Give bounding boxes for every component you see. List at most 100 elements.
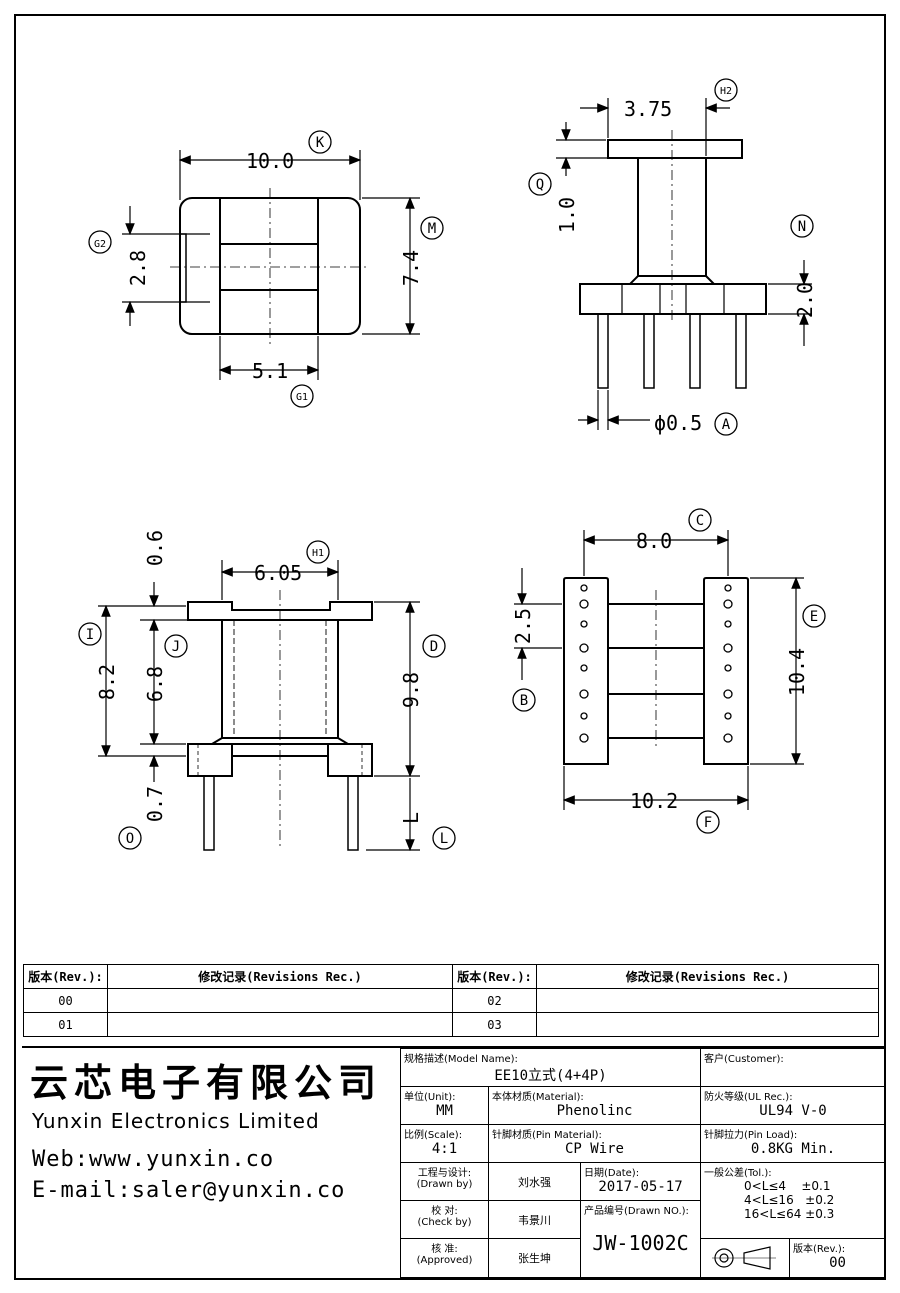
rev-header-left: 版本(Rev.): (23, 964, 108, 989)
label-c: C (696, 513, 704, 529)
label-d: D (430, 639, 438, 655)
unit-value: MM (436, 1103, 453, 1119)
label-circles (78, 78, 826, 850)
pin-material-cell: 针脚材质(Pin Material): CP Wire (488, 1124, 701, 1163)
pin-load-value: 0.8KG Min. (750, 1141, 836, 1157)
rec-right-0 (536, 988, 879, 1013)
dim-h2: 3.75 (624, 97, 672, 121)
rec-right-1 (536, 1012, 879, 1037)
drawn-no-cell: 产品编号(Drawn NO.): JW-1002C (580, 1200, 701, 1278)
dim-n: 2.0 (793, 282, 817, 318)
date-cell: 日期(Date): 2017-05-17 (580, 1162, 701, 1201)
projection-symbol (701, 1239, 790, 1277)
approved-value: 张生坤 (488, 1238, 581, 1278)
check-cell: 校 对: (Check by) (400, 1200, 489, 1239)
label-h1: H1 (312, 548, 324, 559)
approved-cell: 核 准: (Approved) (400, 1238, 489, 1278)
dim-0-6: 0.6 (143, 530, 167, 566)
company-web: Web:www.yunxin.co (32, 1147, 275, 1172)
label-g1: G1 (296, 392, 308, 403)
drawn-no-key: 产品编号(Drawn NO.): (584, 1206, 689, 1217)
rec-header-left: 修改记录(Revisions Rec.) (107, 964, 453, 989)
rev-left-0: 00 (23, 988, 108, 1013)
approved-key: 核 准: (431, 1244, 458, 1255)
dim-e: 10.4 (785, 648, 809, 696)
rec-left-1 (107, 1012, 453, 1037)
label-e: E (810, 609, 818, 625)
dim-g2: 2.8 (126, 250, 150, 286)
company-email: E-mail:saler@yunxin.co (32, 1178, 346, 1203)
dim-b: 2.5 (511, 608, 535, 644)
pin-material-key: 针脚材质(Pin Material): (492, 1130, 602, 1141)
model-cell: 规格描述(Model Name): EE10立式(4+4P) (400, 1048, 701, 1087)
drawn-cell: 工程与设计: (Drawn by) (400, 1162, 489, 1201)
date-key: 日期(Date): (584, 1168, 640, 1179)
title-separator (22, 1046, 886, 1048)
rev-cell: 版本(Rev.): 00 (790, 1239, 885, 1277)
dim-o: 0.7 (143, 786, 167, 822)
ul-value: UL94 V-0 (759, 1103, 827, 1119)
label-g2: G2 (94, 239, 106, 250)
pin-load-key: 针脚拉力(Pin Load): (704, 1130, 798, 1141)
company-block: 云芯电子有限公司 Yunxin Electronics Limited Web:… (20, 1052, 396, 1278)
tolerance-1: 0<L≤4 ±0.1 (744, 1179, 831, 1193)
title-block: 规格描述(Model Name): EE10立式(4+4P) 客户(Custom… (400, 1048, 886, 1278)
projection-icon (712, 1246, 776, 1270)
customer-cell: 客户(Customer): (700, 1048, 886, 1087)
label-i: I (86, 627, 94, 643)
label-h2: H2 (720, 86, 732, 97)
check-value: 韦景川 (488, 1200, 581, 1239)
customer-key: 客户(Customer): (704, 1054, 784, 1065)
technical-drawing: 10.0 2.8 7.4 5.1 3.75 1.0 2.0 ϕ0.5 6.05 … (78, 78, 826, 852)
date-value: 2017-05-17 (598, 1179, 683, 1195)
drawn-no-value: JW-1002C (592, 1231, 689, 1255)
projection-rev-cell: 版本(Rev.): 00 (700, 1238, 886, 1278)
label-l: L (440, 831, 448, 847)
drawing-frame (14, 14, 886, 1280)
ul-cell: 防火等级(UL Rec.): UL94 V-0 (700, 1086, 886, 1125)
pin-material-value: CP Wire (564, 1141, 624, 1157)
company-name-en: Yunxin Electronics Limited (32, 1109, 320, 1133)
rec-header-right: 修改记录(Revisions Rec.) (536, 964, 879, 989)
rev-right-0: 02 (452, 988, 537, 1013)
dim-i: 8.2 (95, 664, 119, 700)
dim-g1: 5.1 (252, 359, 288, 383)
label-k: K (316, 135, 325, 151)
company-name-cn: 云芯电子有限公司 (30, 1061, 383, 1105)
drawn-value: 刘水强 (488, 1162, 581, 1201)
rev-value: 00 (829, 1255, 846, 1271)
drawn-key: 工程与设计: (417, 1168, 472, 1179)
dim-h1: 6.05 (254, 561, 302, 585)
tolerance-3: 16<L≤64 ±0.3 (744, 1207, 835, 1221)
check-sub: (Check by) (417, 1217, 472, 1228)
label-j: J (172, 639, 180, 655)
check-key: 校 对: (431, 1206, 458, 1217)
rec-left-0 (107, 988, 453, 1013)
model-key: 规格描述(Model Name): (404, 1054, 518, 1065)
top-view (122, 150, 420, 380)
dim-j: 6.8 (143, 666, 167, 702)
dim-d: 9.8 (399, 672, 423, 708)
scale-value: 4:1 (431, 1141, 458, 1157)
label-o: O (126, 831, 134, 847)
material-key: 本体材质(Material): (492, 1092, 584, 1103)
dim-l: L (399, 812, 423, 824)
label-n: N (798, 219, 806, 235)
rev-key: 版本(Rev.): (793, 1244, 846, 1255)
material-value: Phenolinc (556, 1103, 633, 1119)
tolerance-key: 一般公差(Tol.): (704, 1168, 772, 1179)
drawn-sub: (Drawn by) (416, 1179, 473, 1190)
side-view-pins (556, 98, 812, 430)
dim-m: 7.4 (399, 250, 423, 286)
ul-key: 防火等级(UL Rec.): (704, 1092, 793, 1103)
revision-table: 版本(Rev.): 修改记录(Revisions Rec.) 版本(Rev.):… (23, 964, 879, 1037)
pin-load-cell: 针脚拉力(Pin Load): 0.8KG Min. (700, 1124, 886, 1163)
dim-q: 1.0 (555, 197, 579, 233)
dim-c: 8.0 (636, 529, 672, 553)
label-m: M (428, 221, 436, 237)
label-q: Q (536, 177, 544, 193)
rev-header-right: 版本(Rev.): (452, 964, 537, 989)
dim-k: 10.0 (246, 149, 294, 173)
model-value: EE10立式(4+4P) (494, 1068, 607, 1084)
dim-a: ϕ0.5 (654, 411, 702, 435)
